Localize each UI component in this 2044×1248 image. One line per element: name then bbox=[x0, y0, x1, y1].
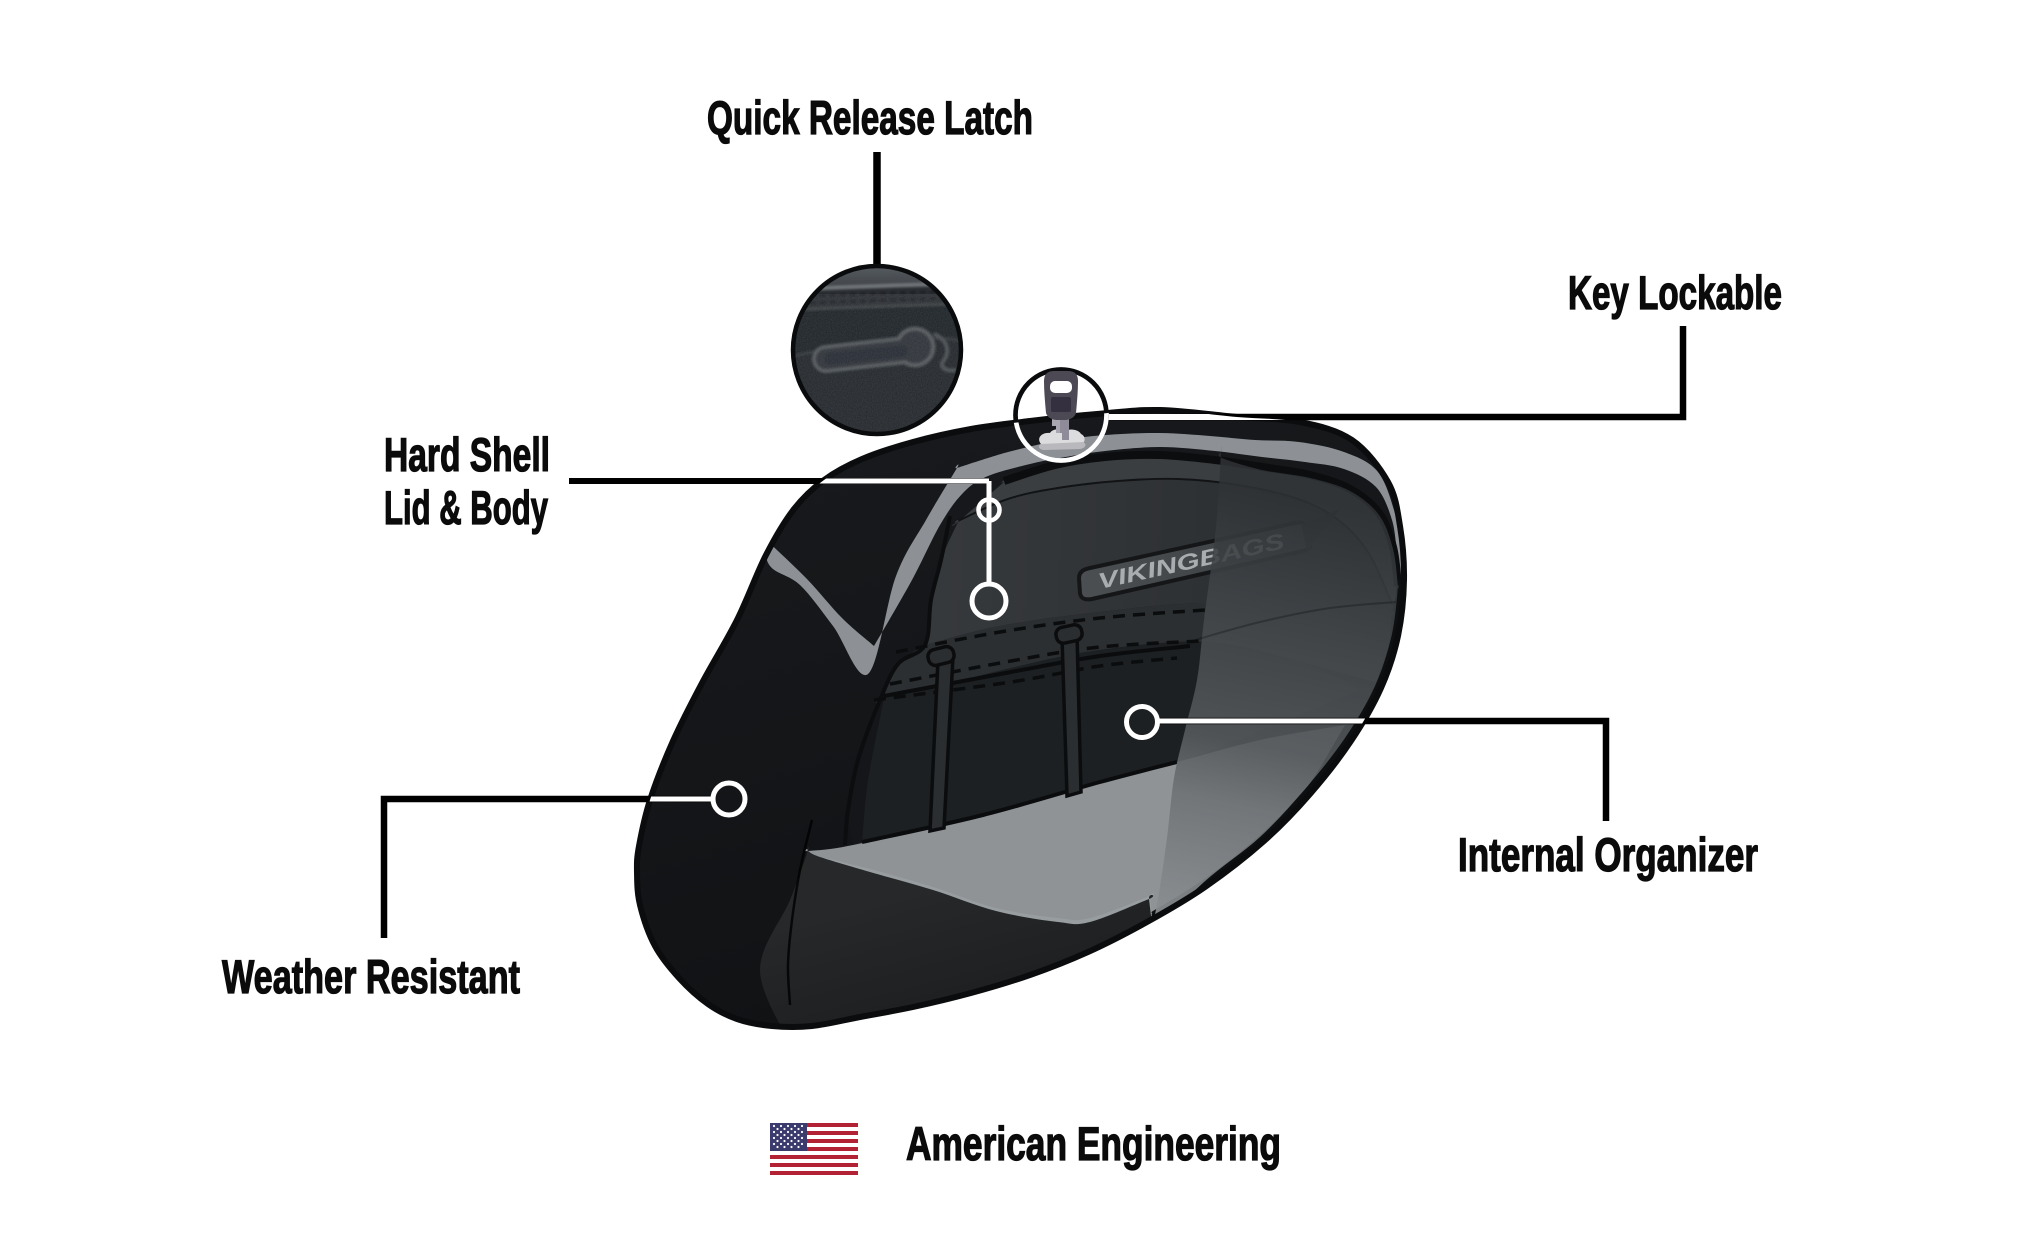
svg-text:Weather Resistant: Weather Resistant bbox=[222, 950, 520, 1003]
svg-text:Internal Organizer: Internal Organizer bbox=[1458, 828, 1758, 881]
svg-text:Quick Release Latch: Quick Release Latch bbox=[707, 91, 1033, 144]
svg-text:Lid & Body: Lid & Body bbox=[384, 481, 548, 534]
svg-text:American Engineering: American Engineering bbox=[906, 1117, 1281, 1170]
svg-text:Hard Shell: Hard Shell bbox=[384, 428, 550, 481]
svg-text:Key Lockable: Key Lockable bbox=[1568, 266, 1782, 319]
